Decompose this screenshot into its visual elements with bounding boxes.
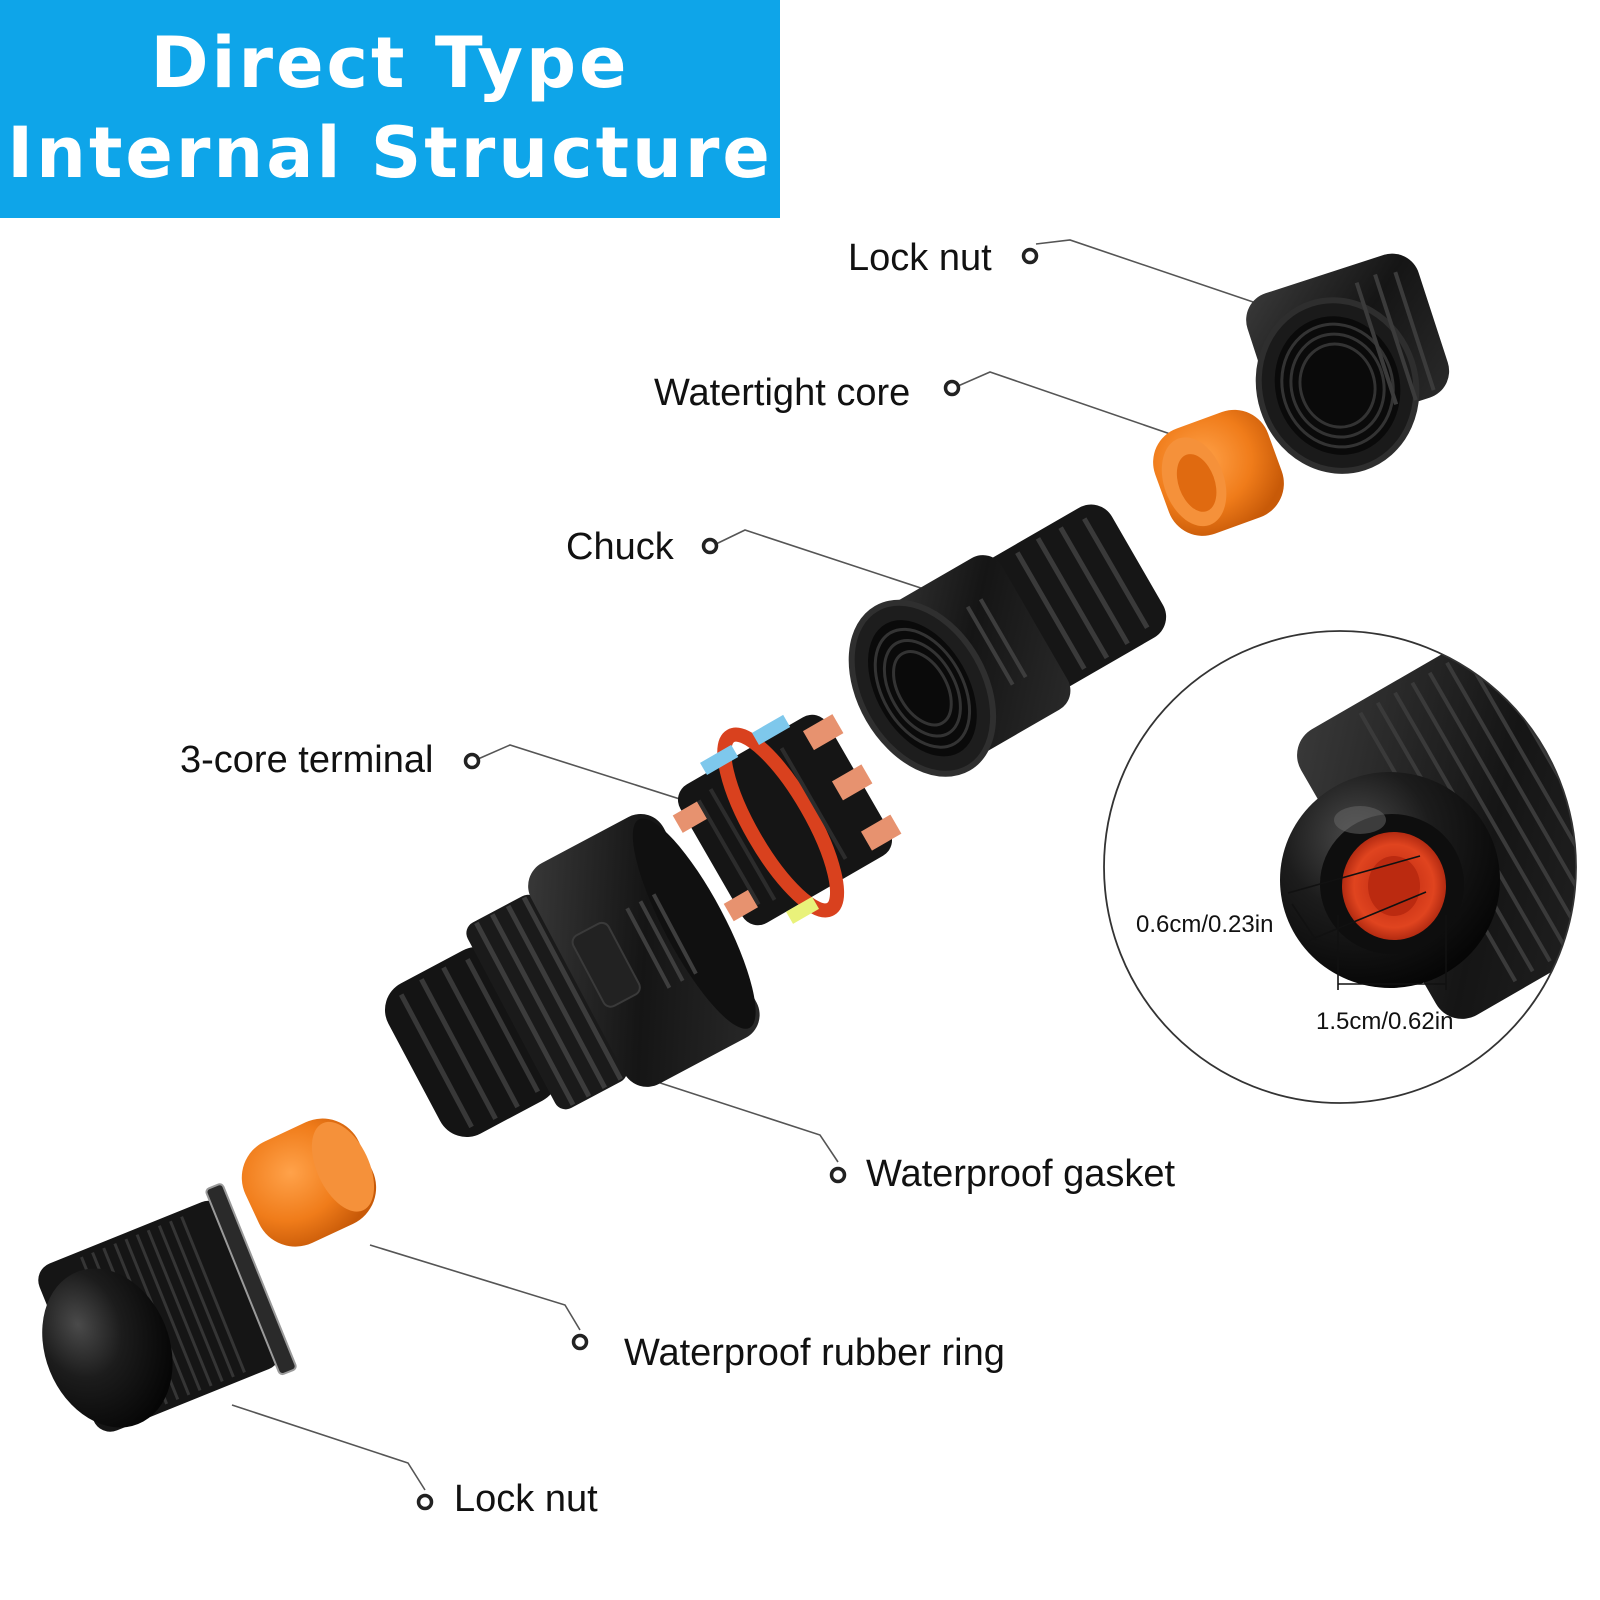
label-watertight-core: Watertight core [654,374,910,412]
dimension-inner-diameter: 0.6cm/0.23in [1136,913,1273,937]
label-waterproof-rubber-ring: Waterproof rubber ring [624,1334,1005,1372]
lock-nut-bottom-part [9,1183,297,1455]
chuck-part [823,484,1185,799]
dimension-outer-diameter: 1.5cm/0.62in [1316,1010,1453,1034]
label-waterproof-gasket: Waterproof gasket [866,1155,1175,1193]
label-lock-nut-bottom: Lock nut [454,1480,598,1518]
label-chuck: Chuck [566,528,674,566]
label-3-core-terminal: 3-core terminal [180,741,433,779]
label-lock-nut-top: Lock nut [848,239,992,277]
waterproof-rubber-ring-part [229,1105,391,1260]
